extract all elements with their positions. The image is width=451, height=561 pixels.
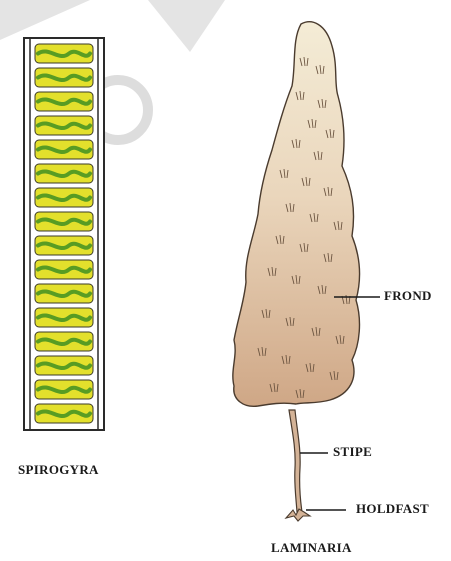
laminaria-holdfast [286,509,310,521]
frond-label: FROND [384,288,432,304]
laminaria-frond [233,22,360,406]
stipe-label: STIPE [333,444,372,460]
spirogyra-filament [24,38,104,430]
laminaria-label: LAMINARIA [271,540,352,556]
holdfast-label: HOLDFAST [356,501,429,517]
laminaria-stipe [289,410,302,512]
spirogyra-label: SPIROGYRA [18,462,99,478]
